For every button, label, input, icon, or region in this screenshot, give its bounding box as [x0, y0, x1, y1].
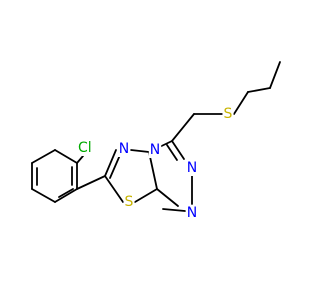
atom-label-n-thiadiazole: N	[119, 141, 129, 157]
bond	[162, 208, 186, 212]
atom-label-s-chain: S	[224, 106, 233, 122]
atom-label-background	[123, 194, 135, 210]
bond	[76, 175, 106, 190]
bond	[269, 61, 281, 89]
chemical-structure: Cl S S N N N N	[31, 61, 281, 221]
atom-label-background	[185, 160, 199, 176]
bond	[134, 188, 158, 203]
bond	[31, 149, 56, 164]
bond	[148, 151, 158, 190]
bond	[171, 113, 195, 142]
atom-label-backgrounds	[77, 106, 234, 221]
bond	[109, 154, 121, 179]
bond	[54, 188, 78, 203]
bonds	[31, 61, 281, 212]
bond	[233, 91, 249, 115]
atom-label-n-triazole-lower: N	[187, 205, 197, 221]
bond	[54, 149, 78, 164]
bond	[104, 175, 124, 203]
atom-label-s-ring: S	[125, 194, 134, 210]
bond	[31, 188, 56, 203]
bond	[166, 144, 178, 161]
atom-label-n-triazole-upper: N	[187, 160, 197, 176]
bond	[104, 149, 117, 177]
atom-labels: Cl S S N N N N	[78, 106, 233, 221]
atom-label-n-bridge: N	[150, 142, 160, 158]
atom-label-background	[222, 106, 234, 122]
bond	[76, 155, 84, 164]
bond	[156, 188, 179, 207]
bond	[171, 140, 185, 160]
bond	[247, 87, 271, 93]
atom-label-background	[148, 142, 162, 158]
atom-label-background	[117, 141, 131, 157]
bond	[130, 149, 150, 153]
atom-label-background	[185, 205, 199, 221]
atom-label-background	[77, 140, 93, 156]
bond	[58, 188, 74, 198]
atom-label-cl: Cl	[78, 140, 92, 156]
